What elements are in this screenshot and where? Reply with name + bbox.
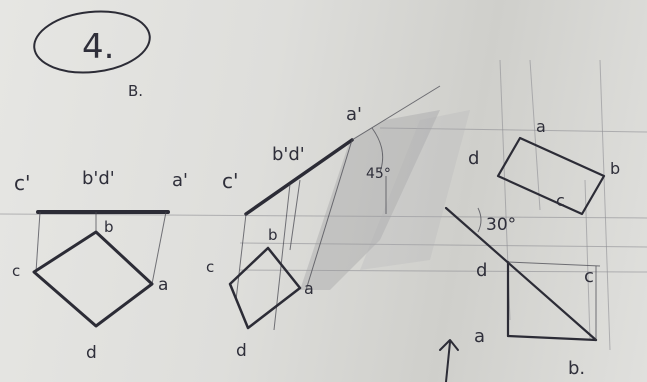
label-d: d: [236, 341, 247, 361]
view-1: c' b'd' a' b c a d: [12, 168, 188, 363]
ground-line: [0, 213, 647, 219]
projector-line: [289, 179, 301, 251]
plan-square: [32, 230, 154, 328]
label-d: d: [86, 343, 97, 363]
direction-arrow: [445, 341, 451, 382]
view-3: a d b c 30° d c a b.: [439, 59, 620, 382]
label-a: a: [304, 279, 314, 298]
angle-arc: [371, 127, 384, 173]
label-b: b: [610, 159, 620, 178]
label-b: b: [268, 226, 278, 244]
label-a-prime: a': [172, 170, 188, 191]
label-b: b: [104, 218, 114, 236]
lower-edge-top: [507, 261, 601, 267]
lower-edge-bottom: [506, 334, 598, 342]
problem-number: 4.: [82, 27, 114, 67]
problem-part: B.: [128, 82, 143, 100]
projector-line: [305, 139, 353, 291]
inclined-edge-line: [244, 138, 354, 216]
upper-rectangle: [496, 136, 606, 216]
reference-line: [351, 85, 441, 141]
angle-arc: [477, 207, 482, 233]
label-bd-prime: b'd': [272, 144, 305, 165]
number-circle: [33, 10, 151, 74]
label-c-prime: c': [222, 169, 239, 193]
angle-45-label: 45°: [366, 166, 391, 182]
label-c: c: [206, 258, 214, 276]
rule-line: [239, 269, 647, 273]
projector-line: [599, 59, 611, 351]
label-c: c: [556, 191, 565, 210]
label-c: c: [584, 266, 594, 287]
shaded-region: [360, 110, 470, 270]
shaded-region: [300, 110, 440, 290]
label-b: b.: [568, 358, 585, 379]
label-c-prime: c': [14, 171, 31, 195]
arrow-head-icon: [439, 339, 459, 351]
label-d: d: [468, 148, 479, 169]
view-2: c' b'd' a' 45° b c a d: [206, 85, 441, 361]
rule-line: [239, 242, 647, 248]
projector-line: [235, 213, 247, 301]
plan-rhombus: [228, 246, 302, 330]
label-a: a: [474, 326, 485, 347]
projector-line: [151, 211, 167, 285]
inclined-diagonal: [444, 206, 598, 342]
label-a: a: [536, 117, 546, 136]
label-c: c: [12, 262, 20, 280]
label-a: a: [158, 275, 168, 295]
label-bd-prime: b'd': [82, 168, 115, 189]
projector-line: [35, 211, 41, 273]
projector-line: [529, 59, 541, 211]
label-a-prime: a': [346, 104, 362, 125]
label-d: d: [476, 260, 487, 281]
angle-30-label: 30°: [486, 215, 516, 235]
